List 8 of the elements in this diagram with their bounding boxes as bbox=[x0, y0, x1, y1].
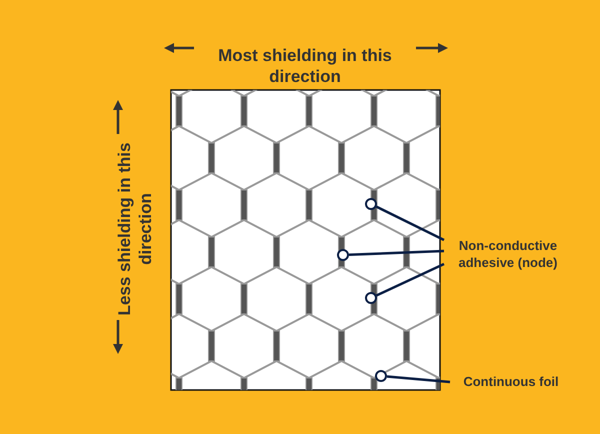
leader-line bbox=[376, 262, 445, 297]
leader-line bbox=[386, 375, 450, 384]
direction-label: Less shielding in this direction bbox=[114, 142, 156, 318]
direction-label: Most shielding in this direction bbox=[217, 45, 393, 87]
leader-line bbox=[348, 250, 444, 256]
callout-text: Continuous foil bbox=[452, 373, 570, 390]
callout-text: Non-conductive adhesive (node) bbox=[446, 237, 570, 271]
leader-line bbox=[376, 206, 445, 242]
